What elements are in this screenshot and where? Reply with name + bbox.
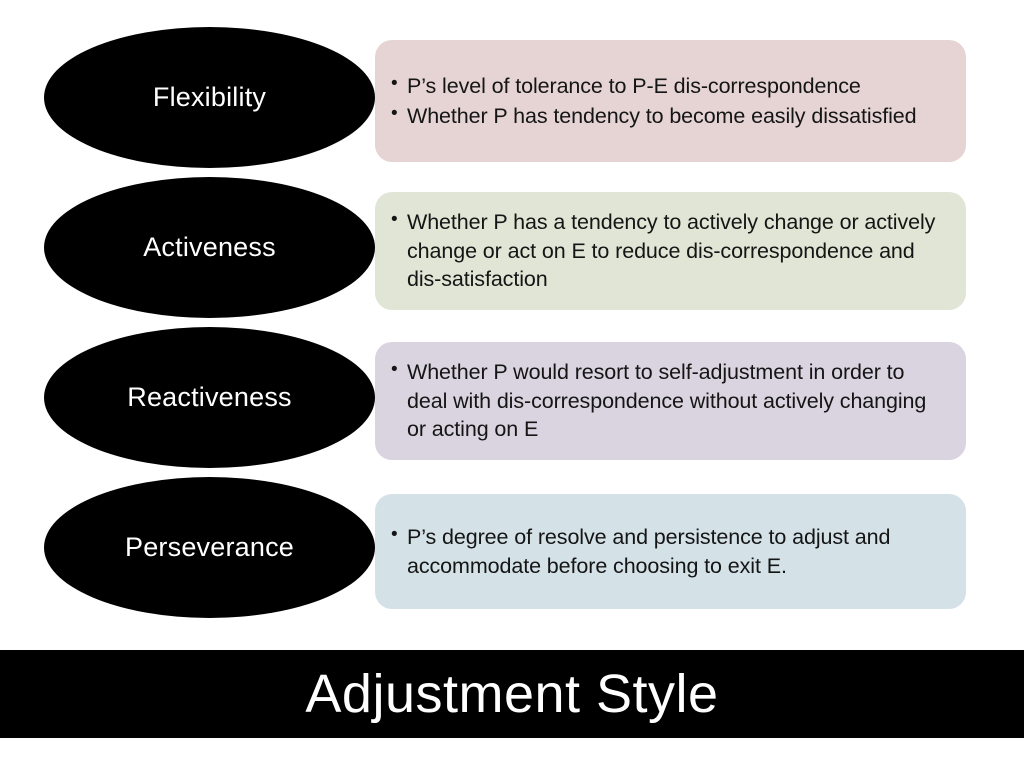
ellipse-label: Reactiveness (127, 381, 292, 412)
diagram-row-reactiveness: Whether P would resort to self-adjustmen… (0, 327, 1024, 468)
callout-panel-flexibility: P’s level of tolerance to P-E dis-corres… (375, 40, 966, 162)
callout-panel-reactiveness: Whether P would resort to self-adjustmen… (375, 342, 966, 460)
bullet-list: P’s degree of resolve and persistence to… (389, 522, 948, 580)
list-item: Whether P has tendency to become easily … (389, 101, 948, 131)
bullet-list: Whether P has a tendency to actively cha… (389, 207, 948, 294)
ellipse-label: Flexibility (152, 81, 267, 112)
bullet-list: Whether P would resort to self-adjustmen… (389, 357, 948, 444)
list-item: P’s level of tolerance to P-E dis-corres… (389, 71, 948, 101)
ellipse-label: Activeness (143, 231, 276, 262)
ellipse-shape-perseverance: Perseverance (44, 477, 375, 618)
diagram-row-activeness: Whether P has a tendency to actively cha… (0, 177, 1024, 318)
ellipse-shape-activeness: Activeness (44, 177, 375, 318)
page-title: Adjustment Style (305, 664, 719, 724)
callout-panel-activeness: Whether P has a tendency to actively cha… (375, 192, 966, 310)
diagram-row-flexibility: P’s level of tolerance to P-E dis-corres… (0, 27, 1024, 168)
title-banner: Adjustment Style (0, 650, 1024, 738)
bullet-list: P’s level of tolerance to P-E dis-corres… (389, 71, 948, 131)
list-item: Whether P has a tendency to actively cha… (389, 207, 948, 294)
diagram-row-perseverance: P’s degree of resolve and persistence to… (0, 477, 1024, 618)
ellipse-shape-flexibility: Flexibility (44, 27, 375, 168)
ellipse-label: Perseverance (125, 531, 294, 562)
list-item: Whether P would resort to self-adjustmen… (389, 357, 948, 444)
callout-panel-perseverance: P’s degree of resolve and persistence to… (375, 494, 966, 609)
ellipse-shape-reactiveness: Reactiveness (44, 327, 375, 468)
list-item: P’s degree of resolve and persistence to… (389, 522, 948, 580)
